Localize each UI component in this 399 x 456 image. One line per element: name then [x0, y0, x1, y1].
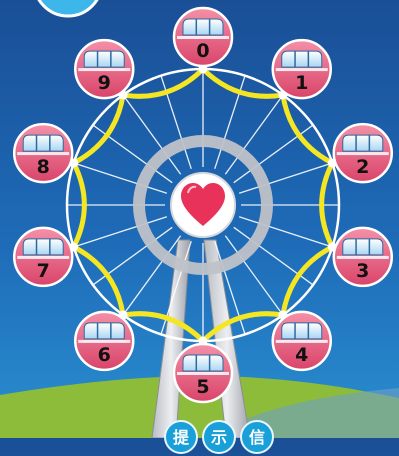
gondola-0[interactable]: 0	[174, 8, 232, 66]
gondola-window	[282, 51, 322, 67]
gondola-number: 0	[196, 40, 209, 62]
corner-bubble	[34, 0, 102, 16]
gondola-9[interactable]: 9	[75, 40, 133, 98]
gondola-window	[183, 355, 223, 371]
gondola-number: 5	[196, 376, 209, 398]
gondola-window	[23, 135, 63, 151]
gondola-number: 1	[295, 72, 308, 94]
gondola-window	[84, 323, 124, 339]
gondola-number: 3	[356, 260, 369, 282]
hint-button-3[interactable]: 信	[240, 420, 274, 454]
gondola-8[interactable]: 8	[14, 124, 72, 182]
gondola-window	[23, 239, 63, 255]
gondola-number: 6	[98, 344, 111, 366]
gondola-1[interactable]: 1	[273, 40, 331, 98]
gondola-6[interactable]: 6	[75, 312, 133, 370]
gondola-number: 2	[356, 156, 369, 178]
gondola-number: 7	[37, 260, 50, 282]
gondola-number: 8	[37, 156, 50, 178]
gondola-number: 9	[98, 72, 111, 94]
gondola-window	[343, 239, 383, 255]
hint-button-1[interactable]: 提	[164, 420, 198, 454]
gondola-7[interactable]: 7	[14, 228, 72, 286]
gondola-window	[343, 135, 383, 151]
gondola-5[interactable]: 5	[174, 344, 232, 402]
gondola-window	[282, 323, 322, 339]
gondola-number: 4	[295, 344, 308, 366]
ferris-wheel-scene: 0 1 2 3 4 5 6 7 8 9	[0, 0, 399, 438]
gondola-4[interactable]: 4	[273, 312, 331, 370]
gondola-window	[84, 51, 124, 67]
gondola-window	[183, 19, 223, 35]
hint-button-2[interactable]: 示	[202, 420, 236, 454]
gondola-2[interactable]: 2	[334, 124, 392, 182]
gondola-3[interactable]: 3	[334, 228, 392, 286]
